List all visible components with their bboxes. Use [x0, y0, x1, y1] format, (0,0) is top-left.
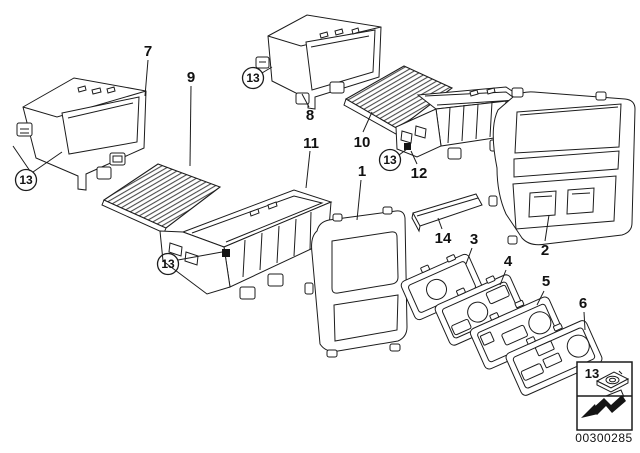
part-14-blank-cover-panel — [411, 193, 483, 233]
callout-11: 11 — [303, 135, 319, 152]
drawing-number: 00300285 — [575, 431, 632, 445]
svg-text:13: 13 — [161, 257, 175, 271]
callout-circle — [156, 252, 180, 276]
clip-fastener-icon — [595, 370, 630, 393]
leader-line-11 — [305, 150, 311, 189]
leader-line-3 — [465, 247, 473, 265]
svg-text:13: 13 — [19, 173, 33, 187]
circled-callouts: 13 13 13 13 — [14, 66, 402, 276]
leader-line-5 — [536, 290, 545, 306]
svg-text:13: 13 — [246, 71, 260, 85]
legend-fastener-label: 13 — [585, 366, 599, 381]
callout-13-badge-center: 13 — [156, 252, 180, 276]
callout-5: 5 — [542, 273, 550, 290]
legend-box: 13 — [576, 361, 633, 431]
callout-13-badge-right: 13 — [378, 148, 402, 172]
callout-7: 7 — [144, 43, 152, 60]
part-7-storage-compartment — [16, 77, 147, 191]
leader-line-13d — [177, 251, 223, 261]
svg-text:13: 13 — [383, 153, 397, 167]
callout-13-badge-top: 13 — [241, 66, 265, 90]
leader-line-6 — [583, 311, 586, 331]
leader-line-2 — [544, 214, 550, 242]
part-2-rear-trim-panel — [488, 87, 636, 246]
callout-circle — [14, 168, 38, 192]
callout-14: 14 — [435, 230, 452, 247]
leader-line-10 — [362, 111, 373, 133]
part-6-switch-panel — [505, 320, 603, 396]
leader-line-1 — [356, 179, 362, 221]
leader-line-4 — [499, 269, 507, 286]
callout-2: 2 — [541, 242, 549, 259]
callout-8: 8 — [306, 107, 314, 124]
part-9-rubber-mat — [101, 163, 222, 234]
leader-lines — [12, 59, 586, 331]
callout-circle — [378, 148, 402, 172]
part-3-switch-panel — [400, 253, 484, 321]
leader-line-13c — [398, 148, 408, 156]
leader-line-13b — [261, 66, 273, 74]
callout-12: 12 — [411, 165, 428, 182]
callout-9: 9 — [187, 69, 195, 86]
part-4-switch-panel — [434, 274, 526, 346]
part-8-storage-compartment — [255, 14, 382, 110]
installation-direction-arrow-icon — [581, 389, 626, 418]
callout-6: 6 — [579, 295, 587, 312]
leader-line-8 — [301, 93, 310, 108]
callout-10: 10 — [354, 134, 371, 151]
callout-circle — [241, 66, 265, 90]
part-1-center-trim-panel — [304, 206, 408, 358]
part-11-storage-carrier — [159, 189, 333, 300]
callout-3: 3 — [470, 231, 478, 248]
leader-line-7 — [144, 59, 149, 97]
callout-13-badge-left: 13 — [14, 168, 38, 192]
leader-line-13a — [12, 145, 63, 173]
callout-1: 1 — [358, 163, 366, 180]
leader-line-12 — [410, 150, 418, 165]
leader-line-14 — [437, 217, 443, 230]
callout-4: 4 — [504, 253, 513, 270]
leader-line-9 — [189, 85, 192, 167]
part-5-switch-panel — [469, 296, 565, 370]
callouts: 7 9 8 10 11 12 1 14 3 2 4 5 6 — [144, 43, 587, 312]
